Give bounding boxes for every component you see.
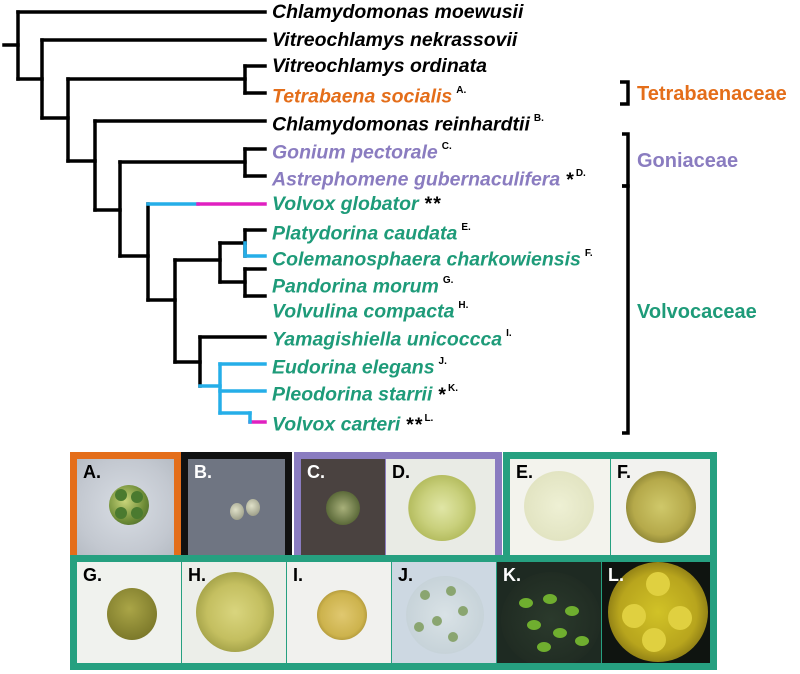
tetrabaenaceae-bracket — [620, 80, 630, 106]
volvocaceae-bracket — [622, 184, 630, 435]
micrograph-l: L. — [602, 562, 710, 663]
taxon-label: Vitreochlamys ordinata — [272, 55, 487, 77]
micrograph-g: G. — [77, 562, 181, 663]
taxon-label: Volvox globator** — [272, 193, 442, 215]
micrograph-h: H. — [182, 562, 286, 663]
micrograph-d: D. — [386, 459, 495, 555]
family-label-goniaceae: Goniaceae — [637, 150, 739, 172]
micrograph-c: C. — [301, 459, 385, 555]
taxon-label: Pleodorina starrii*K. — [272, 383, 458, 406]
goniaceae-bracket — [622, 132, 630, 188]
micrograph-b: B. — [188, 459, 285, 555]
taxon-label: Chlamydomonas moewusii — [272, 1, 524, 23]
micrograph-f: F. — [611, 459, 710, 555]
micrograph-a: A. — [77, 459, 174, 555]
micrograph-e: E. — [510, 459, 610, 555]
micrograph-k: K. — [497, 562, 601, 663]
taxon-label: Volvox carteri**L. — [272, 413, 434, 436]
micrograph-j: J. — [392, 562, 496, 663]
phylogenetic-tree — [2, 10, 630, 435]
family-label-tetrabaenaceae: Tetrabaenaceae — [637, 83, 787, 105]
taxon-label: Vitreochlamys nekrassovii — [272, 29, 518, 51]
micrograph-i: I. — [287, 562, 391, 663]
colemanosphaera-branch — [243, 241, 267, 258]
taxon-label: Astrephomene gubernaculifera*D. — [272, 168, 586, 191]
family-label-volvocaceae: Volvocaceae — [637, 301, 757, 323]
